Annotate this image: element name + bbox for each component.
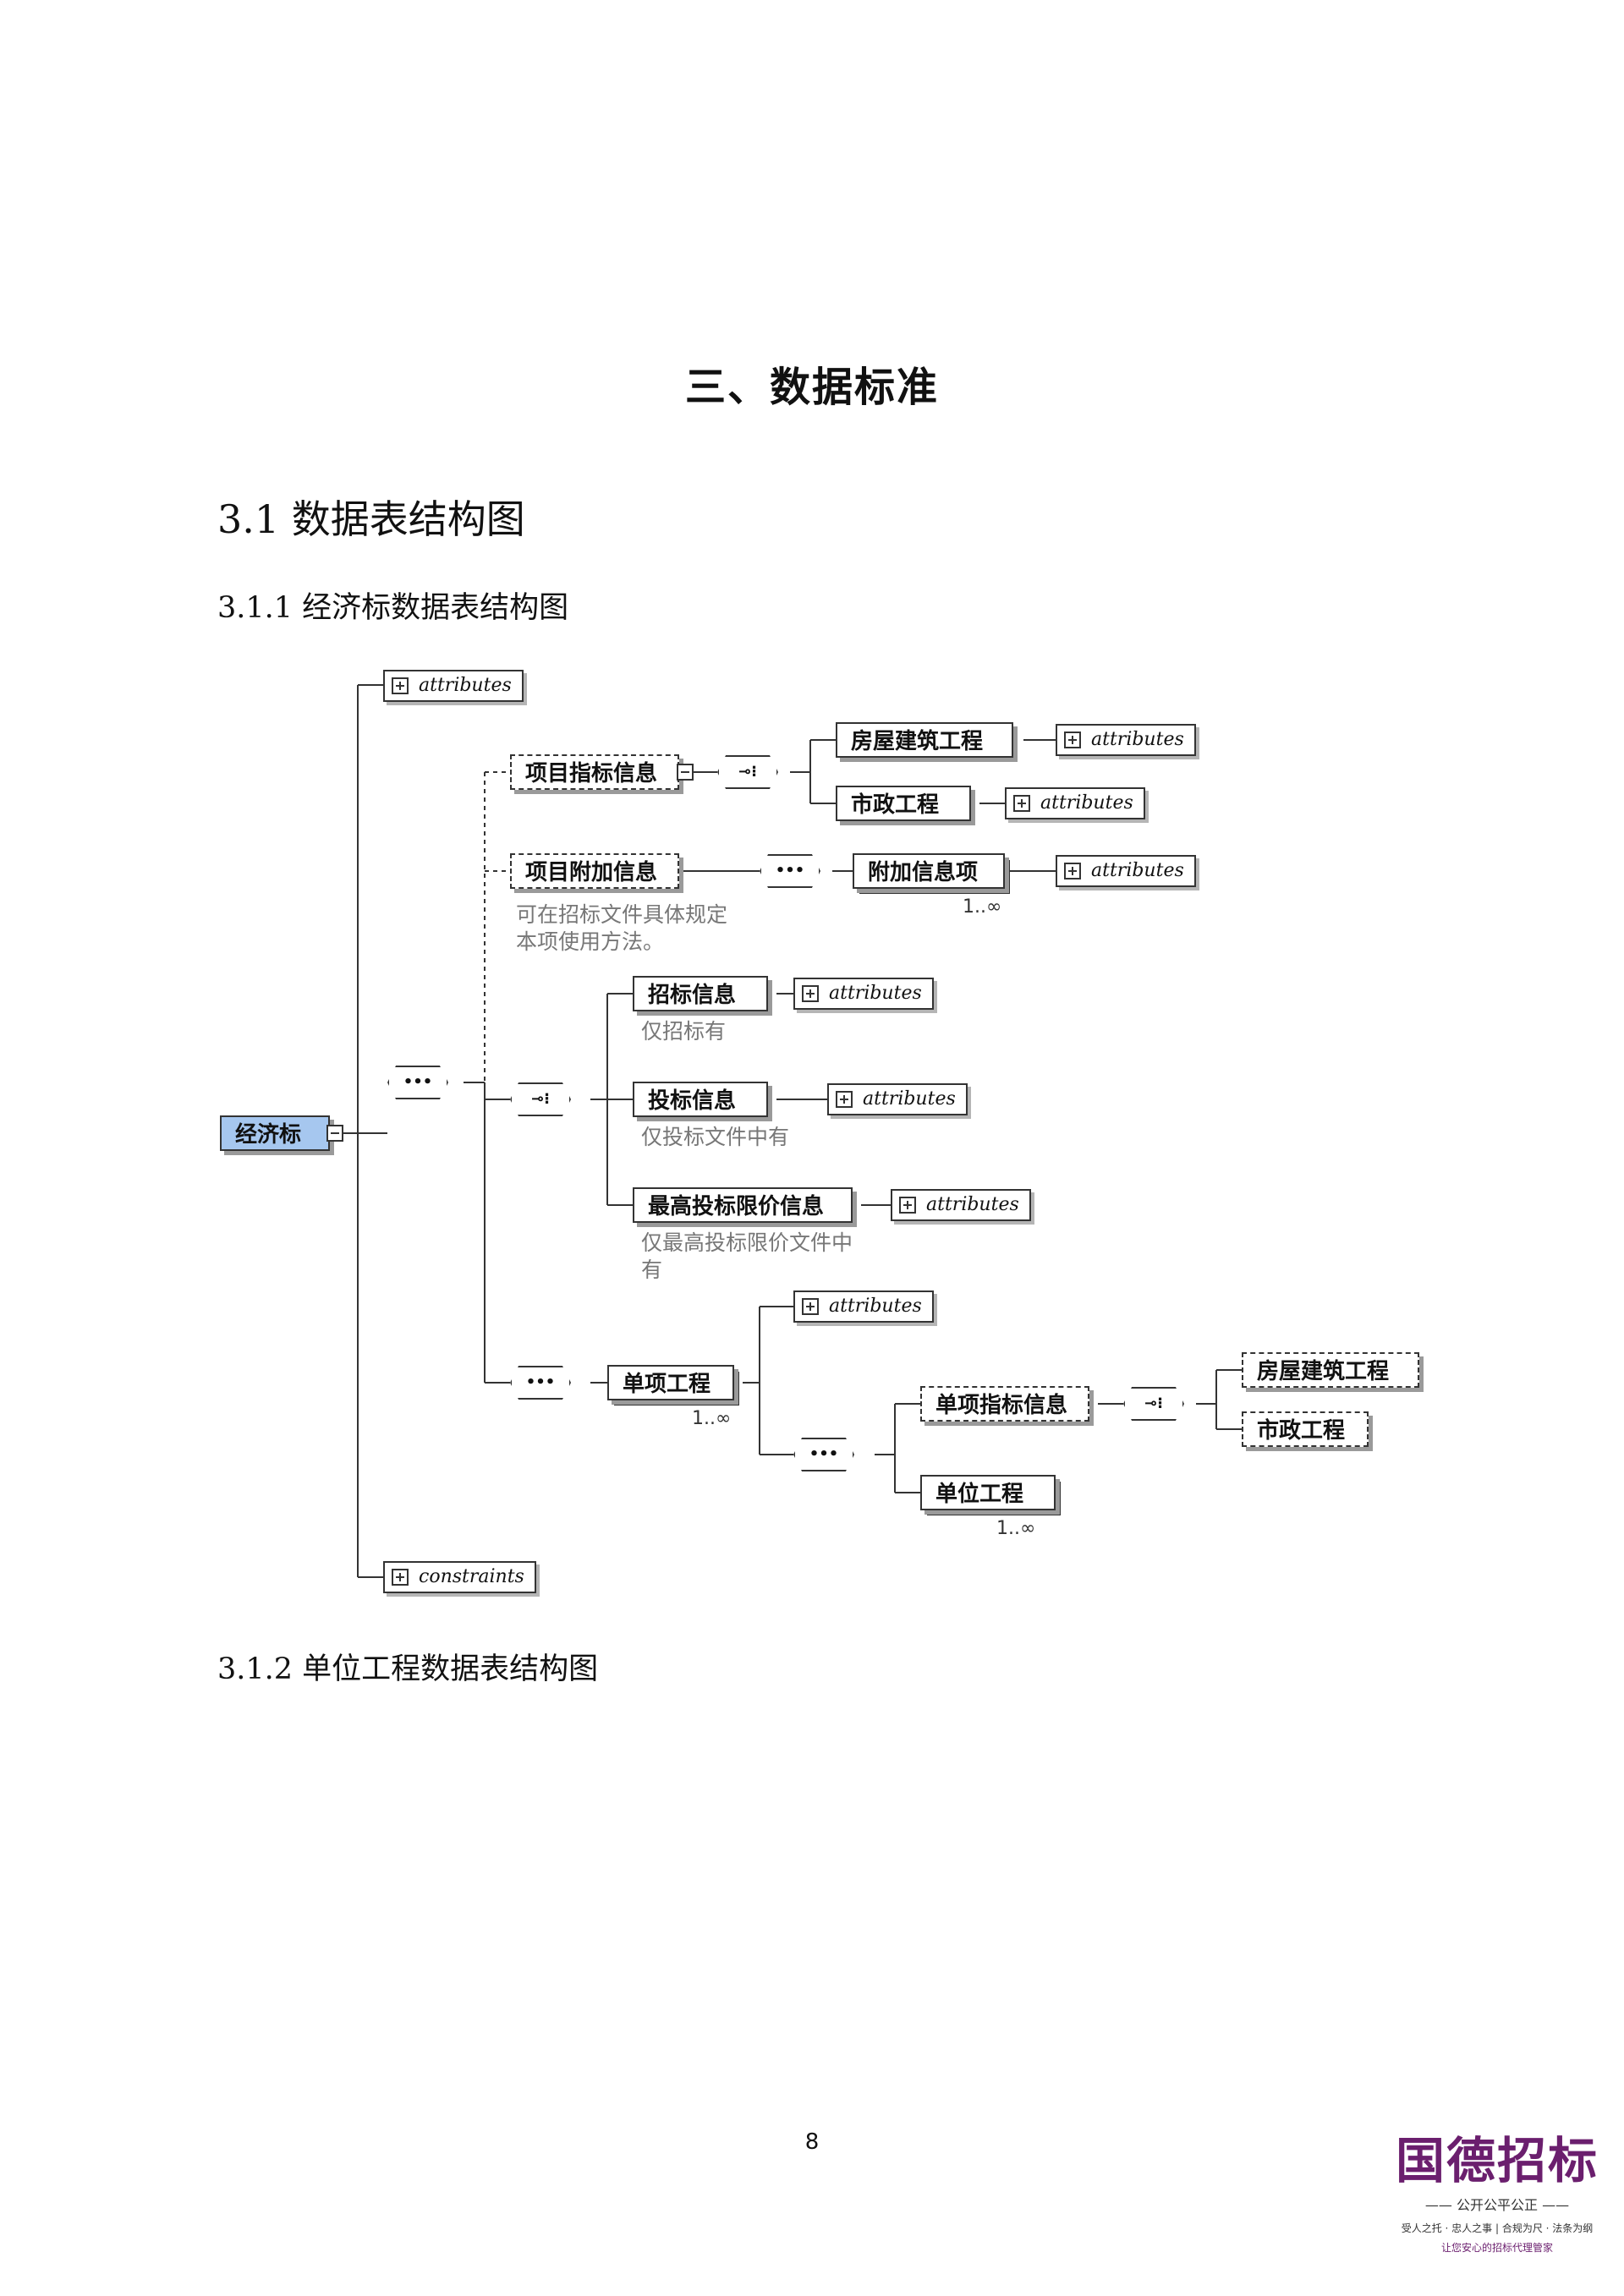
- expand-icon[interactable]: [1064, 732, 1081, 748]
- attributes-node[interactable]: attributes: [1056, 724, 1196, 756]
- node-fangwu[interactable]: 房屋建筑工程: [836, 722, 1013, 758]
- page-number: 8: [804, 2129, 820, 2155]
- expand-icon[interactable]: [802, 985, 819, 1002]
- node-danxiang-zhibiao[interactable]: 单项指标信息: [920, 1386, 1089, 1422]
- multiplicity-label: 1..∞: [692, 1408, 732, 1429]
- node-fujia-xinxi[interactable]: 附加信息项: [853, 853, 1010, 894]
- subsection-title: 3.1.1 经济标数据表结构图: [217, 591, 569, 625]
- node-xiangmu-zhibiao[interactable]: 项目指标信息: [510, 754, 679, 790]
- logo-name: 国德招标: [1395, 2132, 1599, 2189]
- collapse-icon[interactable]: [677, 764, 694, 781]
- sequence-compositor: •••: [793, 1438, 854, 1471]
- page-heading: 三、数据标准: [684, 364, 939, 411]
- expand-icon[interactable]: [392, 1569, 409, 1586]
- sequence-compositor: •••: [760, 854, 820, 888]
- expand-icon[interactable]: [1064, 863, 1081, 879]
- attributes-node[interactable]: attributes: [1056, 855, 1196, 887]
- node-shizheng-2[interactable]: 市政工程: [1242, 1411, 1369, 1447]
- node-toubiao[interactable]: 投标信息: [633, 1082, 768, 1117]
- choice-compositor: ⊸⁝: [510, 1082, 571, 1116]
- expand-icon[interactable]: [1013, 795, 1030, 812]
- multiplicity-label: 1..∞: [963, 896, 1002, 918]
- note-zuigao: 仅最高投标限价文件中 有: [641, 1230, 853, 1282]
- node-danwei[interactable]: 单位工程: [920, 1475, 1061, 1515]
- node-xiangmu-fujia[interactable]: 项目附加信息: [510, 853, 679, 889]
- sequence-compositor: •••: [387, 1066, 448, 1099]
- sequence-compositor: •••: [510, 1366, 571, 1400]
- expand-icon[interactable]: [802, 1298, 819, 1315]
- expand-icon[interactable]: [392, 677, 409, 694]
- node-danxiang[interactable]: 单项工程: [607, 1365, 739, 1406]
- note-fujia: 可在招标文件具体规定 本项使用方法。: [516, 902, 728, 954]
- node-zuigao[interactable]: 最高投标限价信息: [633, 1187, 853, 1223]
- attributes-node[interactable]: attributes: [793, 978, 934, 1010]
- connector-lines: [337, 684, 1242, 1578]
- attributes-node[interactable]: attributes: [383, 670, 524, 702]
- multiplicity-label: 1..∞: [996, 1518, 1036, 1539]
- root-node[interactable]: 经济标: [220, 1115, 330, 1151]
- attributes-node[interactable]: attributes: [827, 1083, 968, 1115]
- expand-icon[interactable]: [836, 1091, 853, 1108]
- subsection-title: 3.1.2 单位工程数据表结构图: [217, 1652, 599, 1686]
- expand-icon[interactable]: [899, 1197, 916, 1214]
- logo-motto2: 让您安心的招标代理管家: [1440, 2242, 1553, 2254]
- note-toubiao: 仅投标文件中有: [641, 1125, 790, 1149]
- attributes-node[interactable]: attributes: [891, 1189, 1031, 1221]
- schema-diagram: attributes 项目指标信息 ⊸⁝ 房屋建筑工程 attributes 市…: [218, 660, 1453, 1624]
- node-fangwu-2[interactable]: 房屋建筑工程: [1242, 1352, 1419, 1388]
- attributes-node[interactable]: attributes: [793, 1290, 934, 1323]
- node-zhaobiao[interactable]: 招标信息: [633, 976, 768, 1011]
- node-shizheng[interactable]: 市政工程: [836, 786, 971, 821]
- choice-compositor: ⊸⁝: [717, 755, 778, 789]
- note-zhaobiao: 仅招标有: [641, 1019, 727, 1044]
- choice-compositor: ⊸⁝: [1123, 1387, 1184, 1421]
- constraints-node[interactable]: constraints: [383, 1561, 536, 1593]
- attributes-node[interactable]: attributes: [1005, 787, 1145, 819]
- section-title: 3.1 数据表结构图: [217, 496, 525, 542]
- collapse-icon[interactable]: [326, 1125, 343, 1142]
- company-logo: 国德招标 —— 公开公平公正 —— 受人之托 · 忠人之事 | 合规为尺 · 法…: [1387, 2131, 1607, 2255]
- logo-motto: 受人之托 · 忠人之事 | 合规为尺 · 法条为纲: [1401, 2222, 1594, 2234]
- logo-slogan: —— 公开公平公正 ——: [1424, 2197, 1570, 2213]
